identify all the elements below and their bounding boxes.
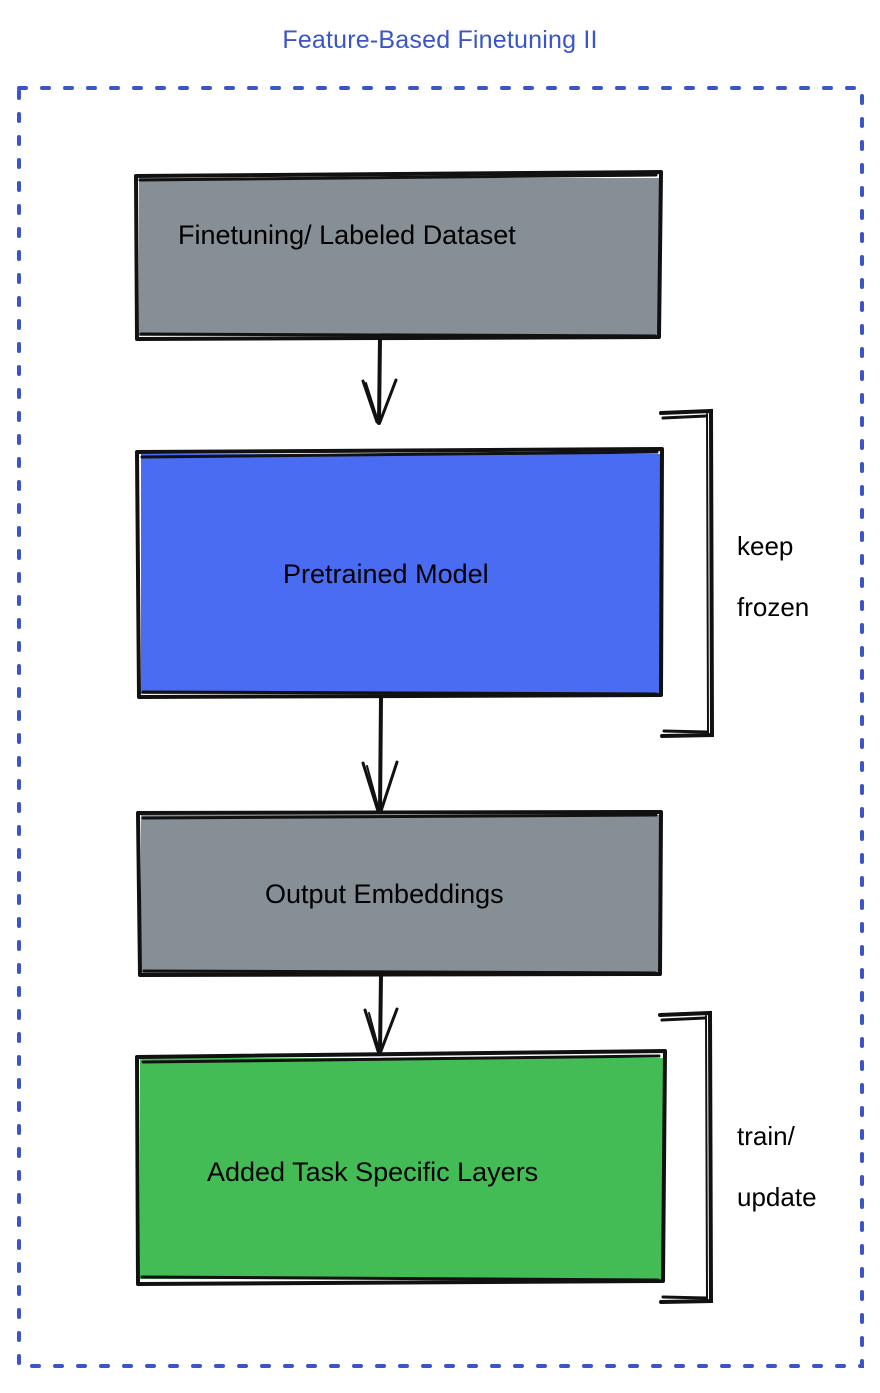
annotation-train-update-line1: train/ (737, 1120, 795, 1151)
annotation-train-update-line2: update (737, 1182, 817, 1213)
node-dataset[interactable] (134, 170, 663, 341)
edge-dataset-to-pretrained (361, 335, 398, 425)
node-label-output-embeddings: Output Embeddings (265, 879, 504, 909)
annotation-keep-frozen-line1: keep (737, 530, 794, 561)
annotation-keep-frozen-line2: frozen (737, 592, 810, 623)
node-pretrained-model[interactable] (135, 447, 664, 699)
annotation-train-update: train/ update (737, 1090, 817, 1243)
edge-pretrained-to-embeddings (361, 695, 399, 814)
node-added-task-specific-layers[interactable] (135, 1049, 667, 1286)
edge-embeddings-to-tasklayers (363, 973, 399, 1054)
node-label-dataset: Finetuning/ Labeled Dataset (178, 220, 516, 250)
node-label-added-task-specific-layers: Added Task Specific Layers (207, 1157, 539, 1187)
outer-dashed-border (17, 86, 864, 1368)
bracket-train-update (658, 1010, 714, 1304)
annotation-keep-frozen: keep frozen (737, 500, 809, 653)
page-title: Feature-Based Finetuning II (282, 26, 598, 54)
node-output-embeddings[interactable] (136, 810, 663, 977)
bracket-keep-frozen (659, 408, 715, 738)
node-label-pretrained-model: Pretrained Model (283, 559, 489, 589)
